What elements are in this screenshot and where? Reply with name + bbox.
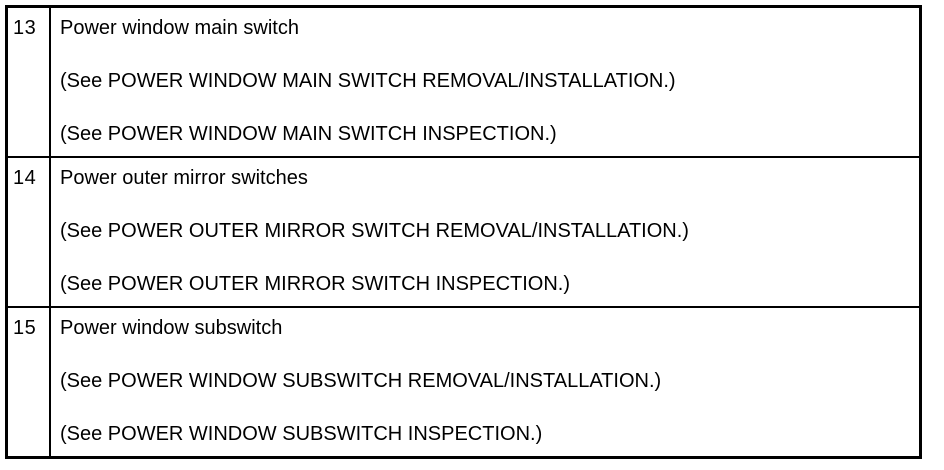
item-number: 13 (13, 18, 37, 38)
item-number: 15 (13, 318, 37, 338)
see-reference: (See POWER WINDOW MAIN SWITCH REMOVAL/IN… (60, 71, 676, 91)
table-row-15: 15 Power window subswitch (See POWER WIN… (5, 306, 922, 459)
item-title: Power outer mirror switches (60, 168, 308, 188)
item-number-cell: 13 (5, 5, 51, 158)
item-description-cell: Power window subswitch (See POWER WINDOW… (49, 306, 922, 459)
item-number-cell: 15 (5, 306, 51, 459)
see-reference: (See POWER WINDOW SUBSWITCH INSPECTION.) (60, 424, 543, 444)
see-reference: (See POWER OUTER MIRROR SWITCH INSPECTIO… (60, 274, 571, 294)
item-title: Power window subswitch (60, 318, 283, 338)
item-number-cell: 14 (5, 156, 51, 308)
item-description-cell: Power window main switch (See POWER WIND… (49, 5, 922, 158)
see-reference: (See POWER OUTER MIRROR SWITCH REMOVAL/I… (60, 221, 689, 241)
item-number: 14 (13, 168, 37, 188)
table-row-13: 13 Power window main switch (See POWER W… (5, 5, 922, 158)
item-description-cell: Power outer mirror switches (See POWER O… (49, 156, 922, 308)
table-row-14: 14 Power outer mirror switches (See POWE… (5, 156, 922, 308)
see-reference: (See POWER WINDOW SUBSWITCH REMOVAL/INST… (60, 371, 662, 391)
see-reference: (See POWER WINDOW MAIN SWITCH INSPECTION… (60, 124, 557, 144)
item-title: Power window main switch (60, 18, 299, 38)
parts-table: 13 Power window main switch (See POWER W… (5, 5, 922, 459)
